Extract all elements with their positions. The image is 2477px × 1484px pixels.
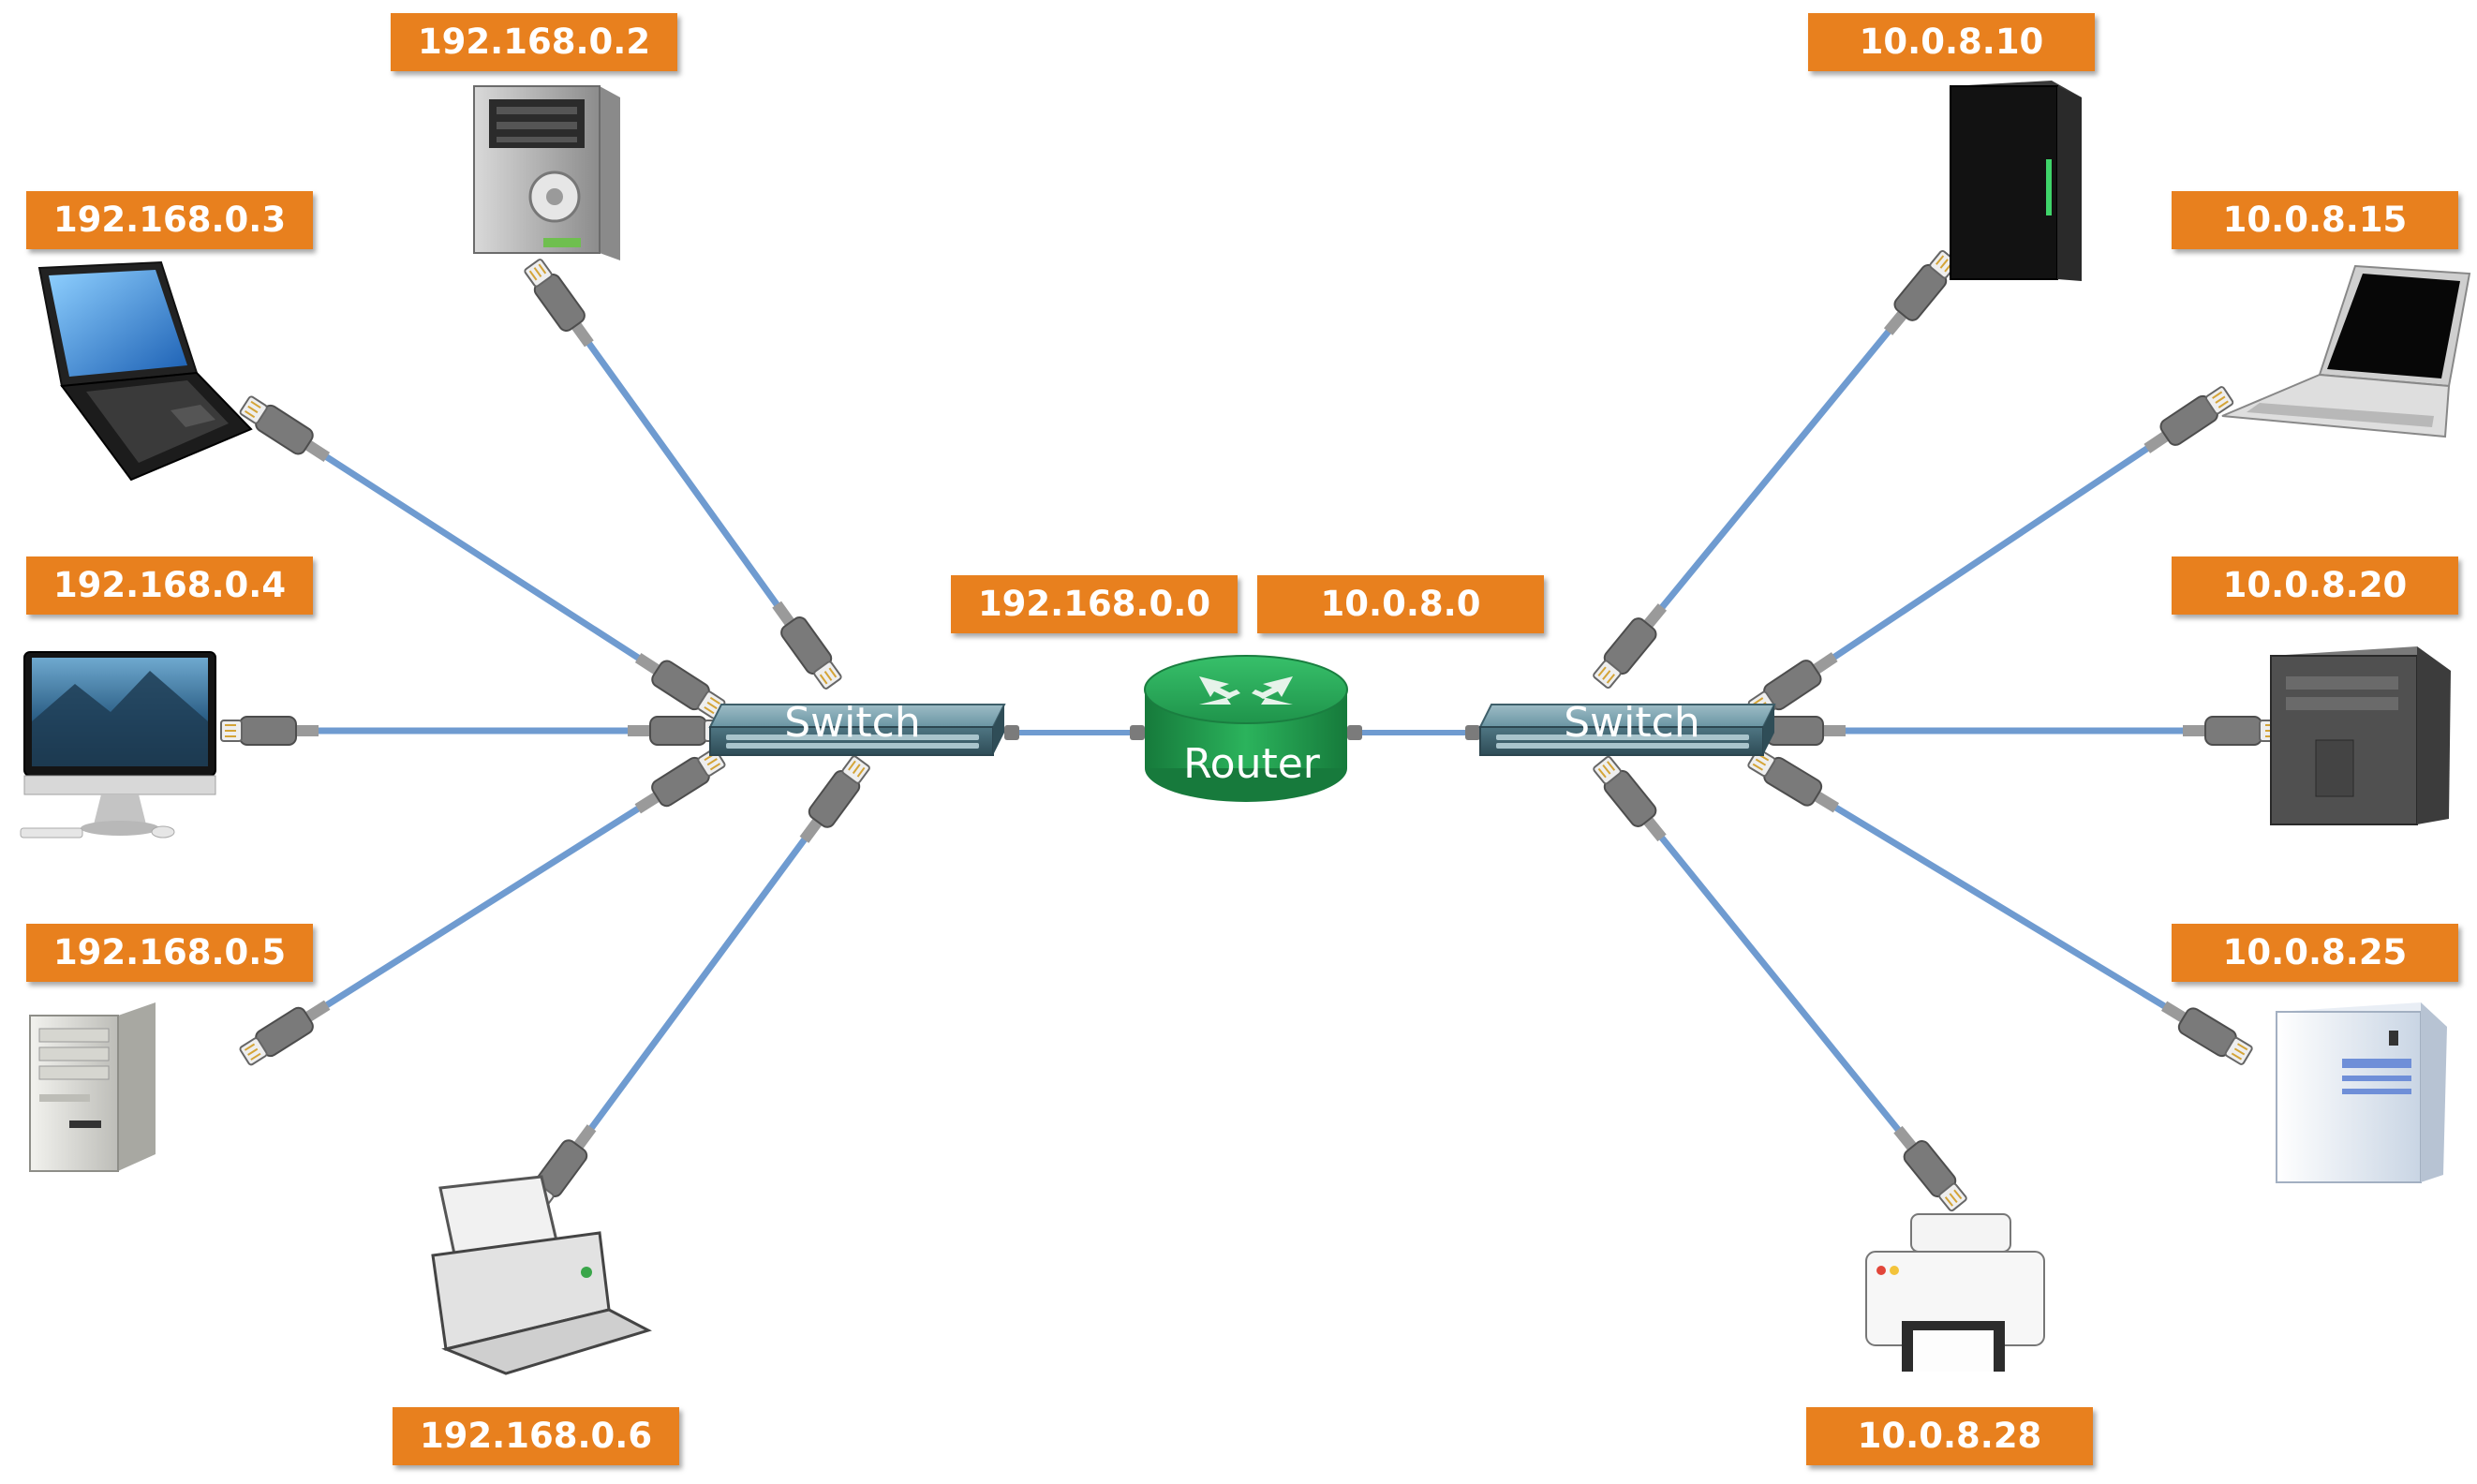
white-printer-icon <box>1865 1213 2045 1372</box>
laptop-icon <box>2221 264 2471 438</box>
ip-label-10-0-8-25: 10.0.8.25 <box>2172 924 2458 982</box>
right-switch: Switch <box>1478 699 1776 756</box>
router-label: Router <box>1183 740 1321 788</box>
cable-192-168-0-4-plug-end <box>220 716 319 746</box>
router: Router <box>1144 655 1348 802</box>
ip-label-192-168-0-2: 192.168.0.2 <box>391 13 677 71</box>
short-link-connector-icon <box>1130 725 1145 740</box>
cable-192-168-0-2-plug-start <box>772 601 842 690</box>
ip-label-192-168-0-5: 192.168.0.5 <box>26 924 313 982</box>
short-link-connector-icon <box>1465 725 1480 740</box>
cable-10-0-8-15 <box>1776 408 2205 697</box>
ip-label-10-0-8-10: 10.0.8.10 <box>1808 13 2095 71</box>
left-switch: Switch <box>708 699 1006 756</box>
ip-label-10-0-8-28: 10.0.8.28 <box>1806 1407 2093 1465</box>
cables <box>220 249 2281 1212</box>
inkjet-printer-icon <box>431 1175 652 1375</box>
short-link-connector-icon <box>1347 725 1362 740</box>
black-server-icon <box>1950 81 2082 281</box>
ip-label-10-0-8-20: 10.0.8.20 <box>2172 556 2458 615</box>
tower-desktop-icon <box>473 85 620 260</box>
ip-label-192-168-0-3: 192.168.0.3 <box>26 191 313 249</box>
cable-192-168-0-3-plug-start <box>634 653 726 720</box>
cable-10-0-8-10-plug-start <box>1593 603 1668 690</box>
cable-10-0-8-28-plug-start <box>1593 755 1667 842</box>
ip-label-192-168-0-6: 192.168.0.6 <box>393 1407 679 1465</box>
beige-tower-icon <box>29 1002 156 1172</box>
cable-10-0-8-25-plug-end <box>2160 1001 2253 1065</box>
cable-192-168-0-5 <box>268 770 697 1044</box>
cable-192-168-0-2-plug-end <box>524 259 594 348</box>
cable-192-168-0-3-plug-end <box>239 395 331 462</box>
router-arrows-icon <box>1199 676 1293 705</box>
cable-192-168-0-3 <box>268 418 697 697</box>
dark-server-icon <box>2270 646 2451 825</box>
ip-label-10-0-8-15: 10.0.8.15 <box>2172 191 2458 249</box>
cable-192-168-0-6-plug-start <box>799 755 870 843</box>
cable-192-168-0-5-plug-end <box>239 1000 331 1066</box>
switch-ports-icon <box>726 735 979 749</box>
cable-192-168-0-5-plug-start <box>634 748 726 814</box>
cable-10-0-8-28-plug-end <box>1893 1125 1967 1212</box>
cable-10-0-8-15-plug-end <box>2143 386 2234 453</box>
cable-10-0-8-25 <box>1776 770 2224 1044</box>
left-switch-label: Switch <box>784 699 920 747</box>
cable-10-0-8-28 <box>1617 783 1943 1184</box>
cable-10-0-8-10 <box>1617 277 1934 661</box>
cable-192-168-0-2 <box>547 287 819 661</box>
network-address-left: 192.168.0.0 <box>951 575 1238 633</box>
switch-ports-icon <box>1496 735 1749 749</box>
white-server-icon <box>2276 1002 2447 1183</box>
cable-10-0-8-20-plug-end <box>2183 716 2281 746</box>
ip-label-192-168-0-4: 192.168.0.4 <box>26 556 313 615</box>
cable-10-0-8-25-plug-start <box>1747 749 1840 813</box>
cable-192-168-0-6 <box>549 783 847 1184</box>
cable-10-0-8-10-plug-end <box>1883 249 1958 335</box>
short-link-connector-icon <box>1004 725 1019 740</box>
network-address-right: 10.0.8.0 <box>1257 575 1544 633</box>
laptop-icon <box>37 260 253 482</box>
imac-monitor-icon <box>20 651 216 838</box>
right-switch-label: Switch <box>1564 699 1699 747</box>
